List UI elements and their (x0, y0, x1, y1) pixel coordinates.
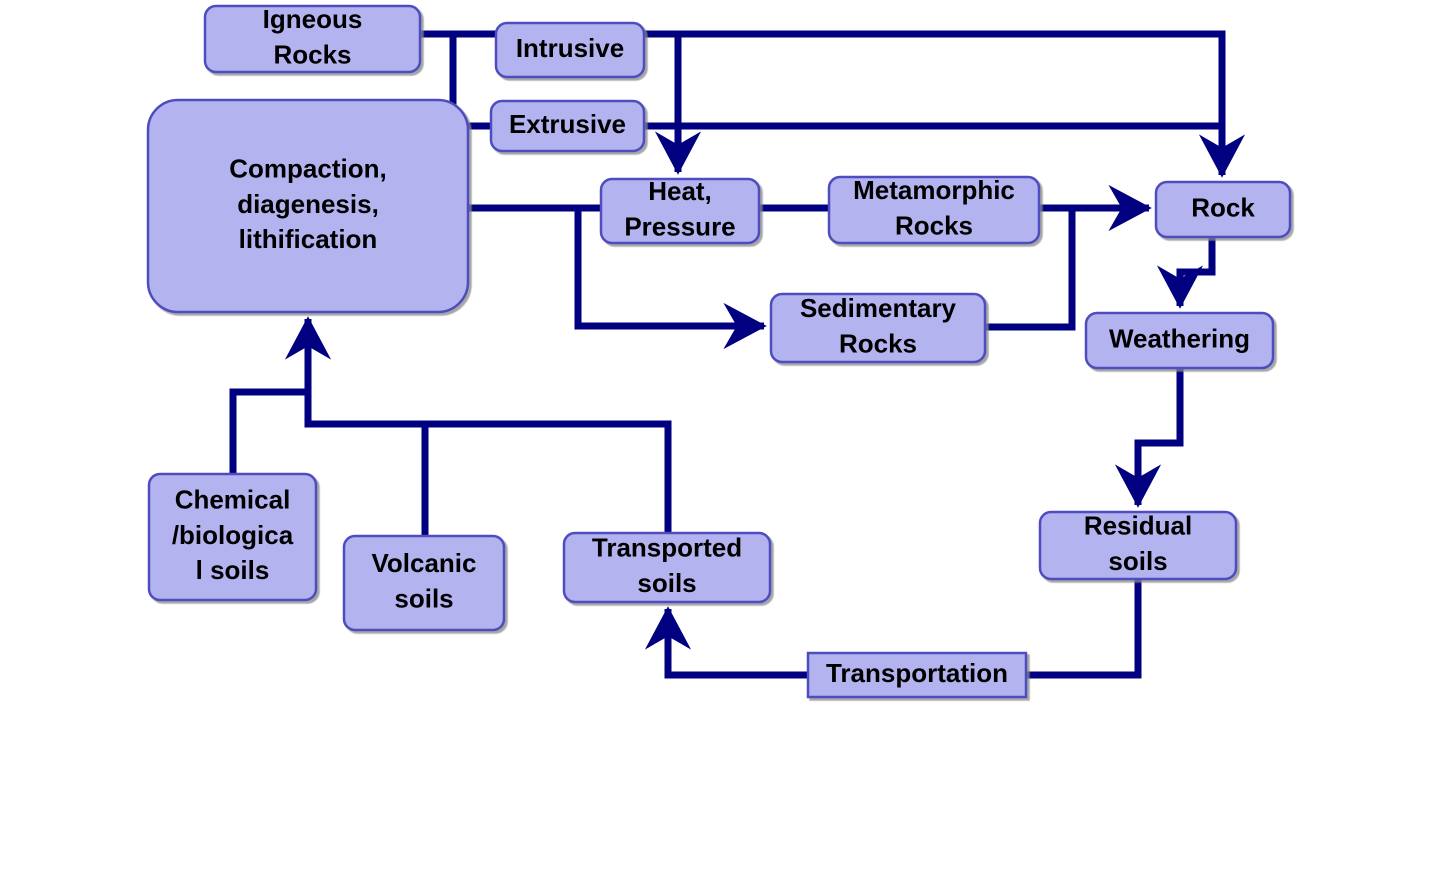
node-chemical-biological-soils[interactable]: Chemical/biologica l soils (147, 472, 318, 602)
node-label-compaction: lithification (239, 224, 378, 254)
connector-transportation-to-transported-soils (644, 606, 808, 679)
node-label-metamorphic-rocks: Rocks (895, 211, 973, 241)
node-label-residual-soils: soils (1108, 546, 1167, 576)
node-box-weathering (1084, 311, 1275, 370)
node-box-transportation (806, 651, 1028, 699)
node-box-intrusive (494, 21, 646, 79)
node-transportation[interactable]: Transportation (806, 651, 1028, 699)
node-label-volcanic-soils: soils (394, 584, 453, 614)
node-compaction[interactable]: Compaction, diagenesis, lithification (146, 98, 470, 314)
node-label-sedimentary-rocks: Sedimentary (800, 293, 957, 323)
node-box-residual-soils (1038, 510, 1238, 581)
connector-transported-soils-to-compaction (425, 420, 672, 533)
connector-sedimentary-to-rock (985, 208, 1076, 331)
node-box-extrusive (489, 99, 646, 153)
connector-rock-to-weathering (1156, 237, 1216, 309)
node-box-compaction (146, 98, 470, 314)
node-label-transportation: Transportation (826, 658, 1008, 688)
node-label-chemical-biological-soils: /biologica (172, 520, 294, 550)
connector-weathering-to-residual-soils (1114, 368, 1184, 508)
node-extrusive[interactable]: Extrusive (489, 99, 646, 153)
node-label-metamorphic-rocks: Metamorphic (853, 175, 1015, 205)
node-volcanic-soils[interactable]: Volcanic soils (342, 534, 506, 632)
node-residual-soils[interactable]: Residual soils (1038, 510, 1238, 581)
connector-volcanic-soils-to-compaction (304, 392, 429, 536)
node-label-weathering: Weathering (1109, 323, 1250, 353)
node-label-chemical-biological-soils: Chemical (175, 485, 291, 515)
node-label-intrusive: Intrusive (516, 33, 624, 63)
node-label-rock: Rock (1191, 192, 1255, 222)
node-box-chemical-biological-soils (147, 472, 318, 602)
node-weathering[interactable]: Weathering (1084, 311, 1275, 370)
node-label-volcanic-soils: Volcanic (371, 548, 476, 578)
node-heat-pressure[interactable]: Heat, Pressure (599, 176, 761, 245)
node-label-heat-pressure: Pressure (624, 212, 735, 242)
node-label-sedimentary-rocks: Rocks (839, 329, 917, 359)
node-box-volcanic-soils (342, 534, 506, 632)
connectors-layer (229, 30, 1246, 679)
connector-compaction-to-sedimentary (574, 208, 767, 350)
connector-residual-soils-to-transportation (1026, 579, 1142, 679)
node-transported-soils[interactable]: Transported soils (562, 531, 772, 604)
node-box-igneous-rocks (203, 4, 422, 74)
node-label-igneous-rocks: Rocks (273, 40, 351, 70)
node-box-heat-pressure (599, 177, 761, 245)
node-label-transported-soils: soils (637, 568, 696, 598)
node-intrusive[interactable]: Intrusive (494, 21, 646, 79)
node-label-extrusive: Extrusive (509, 109, 626, 139)
node-label-igneous-rocks: Igneous (263, 4, 363, 34)
node-label-residual-soils: Residual (1084, 511, 1192, 541)
node-box-rock (1154, 180, 1292, 239)
node-label-chemical-biological-soils: l soils (196, 555, 270, 585)
node-label-heat-pressure: Heat, (648, 176, 712, 206)
node-box-transported-soils (562, 531, 772, 604)
connector-intrusive-to-rock (644, 30, 1246, 178)
node-label-compaction: Compaction, (229, 154, 386, 184)
node-rock[interactable]: Rock (1154, 180, 1292, 239)
node-box-metamorphic-rocks (827, 175, 1041, 245)
node-box-sedimentary-rocks (769, 292, 987, 364)
node-label-transported-soils: Transported (592, 533, 742, 563)
connector-chemical-soils-to-compaction (229, 316, 332, 474)
node-label-compaction: diagenesis, (237, 189, 379, 219)
